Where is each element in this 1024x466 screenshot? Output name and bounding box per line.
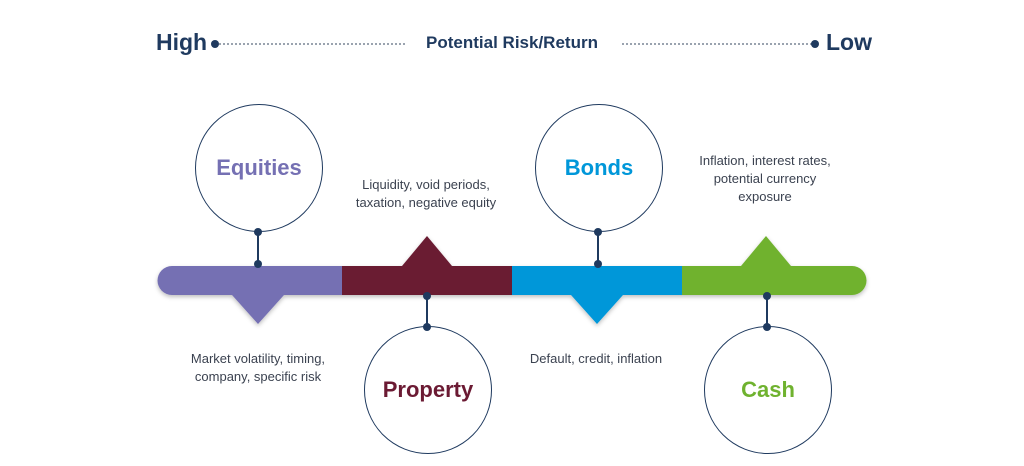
high-label: High bbox=[156, 29, 208, 55]
cash-risks: Inflation, interest rates,potential curr… bbox=[699, 153, 831, 204]
equities-label: Equities bbox=[216, 155, 302, 180]
property-label: Property bbox=[382, 377, 474, 402]
bonds-label: Bonds bbox=[564, 155, 634, 180]
bonds-pointer bbox=[571, 295, 623, 324]
equities-pointer bbox=[232, 295, 284, 324]
property-connector-dot-bottom bbox=[423, 323, 431, 331]
equities-connector-dot-bottom bbox=[254, 260, 262, 268]
equities-connector-dot-top bbox=[254, 228, 262, 236]
cash-bar-segment bbox=[682, 266, 867, 295]
right-dotted-line bbox=[622, 43, 812, 45]
scale-title: Potential Risk/Return bbox=[426, 33, 598, 52]
property-risks: Liquidity, void periods,taxation, negati… bbox=[355, 177, 497, 210]
high-end-dot bbox=[211, 40, 219, 48]
low-label: Low bbox=[826, 29, 872, 55]
bonds-circle: Bonds bbox=[535, 104, 663, 232]
bonds-bar-segment bbox=[512, 266, 682, 295]
equities-risks: Market volatility, timing,company, speci… bbox=[190, 351, 326, 384]
equities-bar-segment bbox=[157, 266, 342, 295]
cash-circle: Cash bbox=[704, 326, 832, 454]
property-bar-segment bbox=[342, 266, 512, 295]
cash-connector bbox=[766, 297, 768, 327]
property-circle: Property bbox=[364, 326, 492, 454]
left-dotted-line bbox=[219, 43, 405, 45]
equities-connector bbox=[257, 232, 259, 264]
low-end-dot bbox=[811, 40, 819, 48]
property-connector bbox=[426, 297, 428, 327]
cash-connector-dot-top bbox=[763, 292, 771, 300]
bonds-connector bbox=[597, 232, 599, 264]
equities-circle: Equities bbox=[195, 104, 323, 232]
cash-pointer bbox=[741, 236, 791, 266]
bonds-connector-dot-bottom bbox=[594, 260, 602, 268]
cash-connector-dot-bottom bbox=[763, 323, 771, 331]
bonds-connector-dot-top bbox=[594, 228, 602, 236]
cash-label: Cash bbox=[741, 377, 795, 402]
property-connector-dot-top bbox=[423, 292, 431, 300]
property-pointer bbox=[402, 236, 452, 266]
bonds-risks: Default, credit, inflation bbox=[529, 351, 663, 366]
